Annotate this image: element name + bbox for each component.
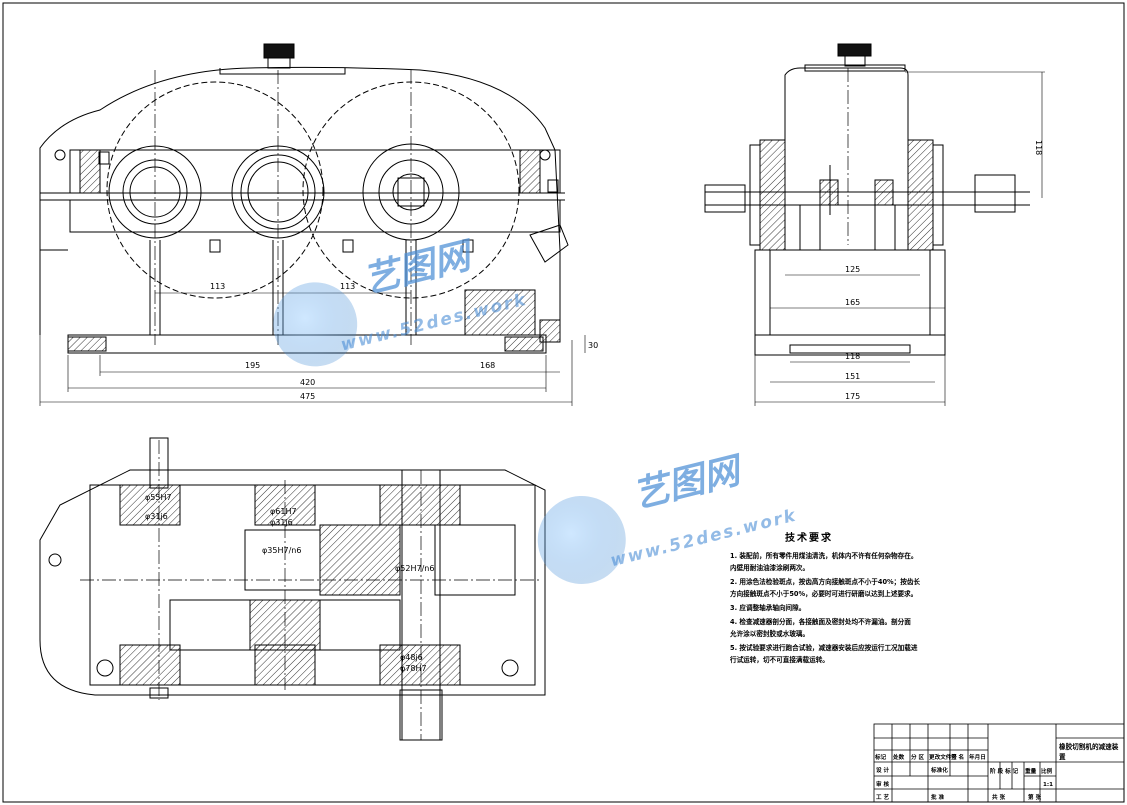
dim-113-right: 113 xyxy=(340,282,355,291)
tech-req-line: 方向接触斑点不小于50%，必要时可进行研磨以达到上述要求。 xyxy=(730,589,917,598)
dim-420: 420 xyxy=(300,378,315,387)
dim-475: 475 xyxy=(300,392,315,401)
tb-sheet-number: 第 张 xyxy=(1027,793,1042,801)
dim-118-base: 118 xyxy=(845,352,860,361)
watermark-url-text: www.52des.work xyxy=(608,506,799,572)
tb-label-stage: 阶 段 标 记 xyxy=(990,767,1019,775)
tb-label-process: 工 艺 xyxy=(876,793,890,801)
dim-165: 165 xyxy=(845,298,860,307)
watermark-globe-logo xyxy=(273,282,358,367)
tb-label-change-doc: 更改文件号 xyxy=(929,753,957,761)
dim-30: 30 xyxy=(588,341,598,350)
dim-175: 175 xyxy=(845,392,860,401)
tb-label-standardization: 标准化 xyxy=(930,766,948,774)
tb-label-review: 审 核 xyxy=(876,780,890,788)
fit-phi55H7: φ55H7 xyxy=(145,493,172,502)
tb-label-weight: 重量 xyxy=(1025,767,1037,775)
tb-label-scale: 比例 xyxy=(1041,767,1053,775)
tech-req-line: 3. 应调整轴承轴向间隙。 xyxy=(730,603,805,612)
dim-151: 151 xyxy=(845,372,860,381)
fit-phi31j6-a: φ31j6 xyxy=(145,512,168,521)
tb-label-sign: 签 名 xyxy=(950,753,964,761)
dim-168: 168 xyxy=(480,361,495,370)
fit-phi31j6-b: φ31j6 xyxy=(270,518,293,527)
top-section-view xyxy=(39,437,546,741)
tech-req-line: 1. 装配前，所有零件用煤油清洗，机体内不许有任何杂物存在。 xyxy=(730,551,917,560)
fit-phi61H7: φ61H7 xyxy=(270,507,297,516)
tech-req-title: 技术要求 xyxy=(785,531,833,544)
tb-total-sheets: 共 张 xyxy=(992,793,1006,801)
tech-req-line: 4. 检查减速器剖分面，各接触面及密封处均不许漏油。剖分面 xyxy=(730,617,911,626)
side-view-dimensions xyxy=(754,71,1045,406)
dim-125: 125 xyxy=(845,265,860,274)
tech-req-line: 行试运转，切不可直接满载运转。 xyxy=(729,655,829,664)
drawing-title-line2: 置 xyxy=(1059,752,1066,761)
tb-label-mark: 标记 xyxy=(874,753,887,761)
fit-phi52H7n6: φ52H7/n6 xyxy=(395,564,434,573)
tb-label-count: 处数 xyxy=(892,753,905,761)
watermark-main-text: 艺图网 xyxy=(629,449,749,516)
tech-req-line: 5. 按试验要求进行跑合试验，减速器安装后应按运行工况加载进 xyxy=(730,643,918,652)
dim-113-left: 113 xyxy=(210,282,225,291)
watermark-globe-logo xyxy=(537,495,626,584)
dim-195: 195 xyxy=(245,361,260,370)
technical-requirements: 技术要求 1. 装配前，所有零件用煤油清洗，机体内不许有任何杂物存在。 内壁用耐… xyxy=(729,531,920,664)
watermark-main-text: 艺图网 xyxy=(359,234,479,301)
front-view-dimensions xyxy=(39,260,586,406)
tb-scale-value: 1:1 xyxy=(1043,782,1053,788)
fit-phi78H7: φ78H7 xyxy=(400,664,427,673)
fit-phi48j6: φ48j6 xyxy=(400,653,423,662)
side-view xyxy=(704,43,1030,356)
tb-label-approve: 批 准 xyxy=(931,793,945,801)
tech-req-line: 2. 用涂色法检验斑点，按齿高方向接触斑点不小于40%；按齿长 xyxy=(730,577,920,586)
tb-label-date: 年月日 xyxy=(969,753,986,761)
drawing-title-line1: 橡胶切割机的减速装 xyxy=(1059,742,1119,751)
tech-req-line: 内壁用耐油油漆涂刷两次。 xyxy=(730,563,809,572)
title-block xyxy=(873,723,1125,803)
tech-req-line: 允许涂以密封胶或水玻璃。 xyxy=(729,629,809,638)
dim-118-vertical: 118 xyxy=(1034,140,1043,155)
tb-label-zone: 分 区 xyxy=(911,753,925,761)
front-view xyxy=(39,43,569,354)
tb-label-design: 设 计 xyxy=(876,766,890,774)
fit-phi35H7n6: φ35H7/n6 xyxy=(262,546,301,555)
